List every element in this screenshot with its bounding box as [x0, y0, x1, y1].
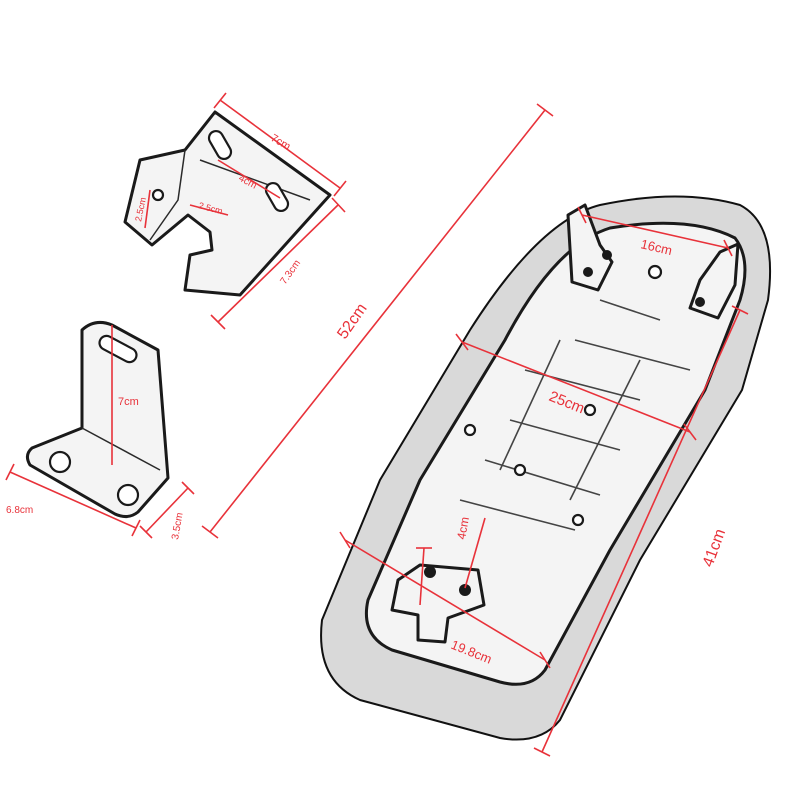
- l-bracket-body: [25, 320, 170, 519]
- seat-front-hook-left: [566, 203, 614, 292]
- seat-front-width-dim: 16cm: [577, 206, 733, 258]
- flat-bracket-tab-label: 2.5cm: [133, 196, 148, 222]
- l-bracket-hole-front: [48, 450, 72, 474]
- l-bracket-hole-rear: [116, 483, 140, 507]
- seat-rear-bracket-height-dim: 4cm: [416, 516, 486, 606]
- seat-width-full-label: 41cm: [700, 527, 729, 570]
- seat-front-bolt-icon: [583, 267, 593, 277]
- l-bracket-depth-dim: 3.5cm: [139, 481, 195, 541]
- seat-rear-bracket-height-label: 4cm: [454, 516, 472, 541]
- flat-bracket-slot-left: [207, 129, 233, 161]
- seat-front-bolt-icon: [602, 250, 612, 260]
- seat-rear-bolt-icon: [424, 566, 436, 578]
- l-bracket-width-label: 6.8cm: [6, 505, 33, 516]
- flat-bracket: [123, 110, 332, 297]
- l-bracket-depth-label: 3.5cm: [170, 512, 186, 541]
- seat-front-width-label: 16cm: [639, 236, 673, 258]
- seat: [320, 195, 772, 741]
- seat-rear-bolt-icon: [459, 584, 471, 596]
- l-bracket-slot: [98, 334, 138, 364]
- seat-front-bolt-icon: [695, 297, 705, 307]
- l-bracket-width-dim: 6.8cm: [5, 463, 141, 537]
- l-bracket: [25, 320, 170, 519]
- l-bracket-height-label: 7cm: [118, 396, 139, 408]
- seat-rear-bracket: [390, 563, 486, 644]
- flat-bracket-body: [123, 110, 332, 297]
- flat-bracket-bolt-icon: [151, 188, 165, 202]
- l-bracket-height-dim: 7cm: [111, 325, 139, 465]
- flat-bracket-tab-dim: 2.5cm: [133, 189, 151, 229]
- flat-bracket-width-label: 7.3cm: [278, 258, 303, 287]
